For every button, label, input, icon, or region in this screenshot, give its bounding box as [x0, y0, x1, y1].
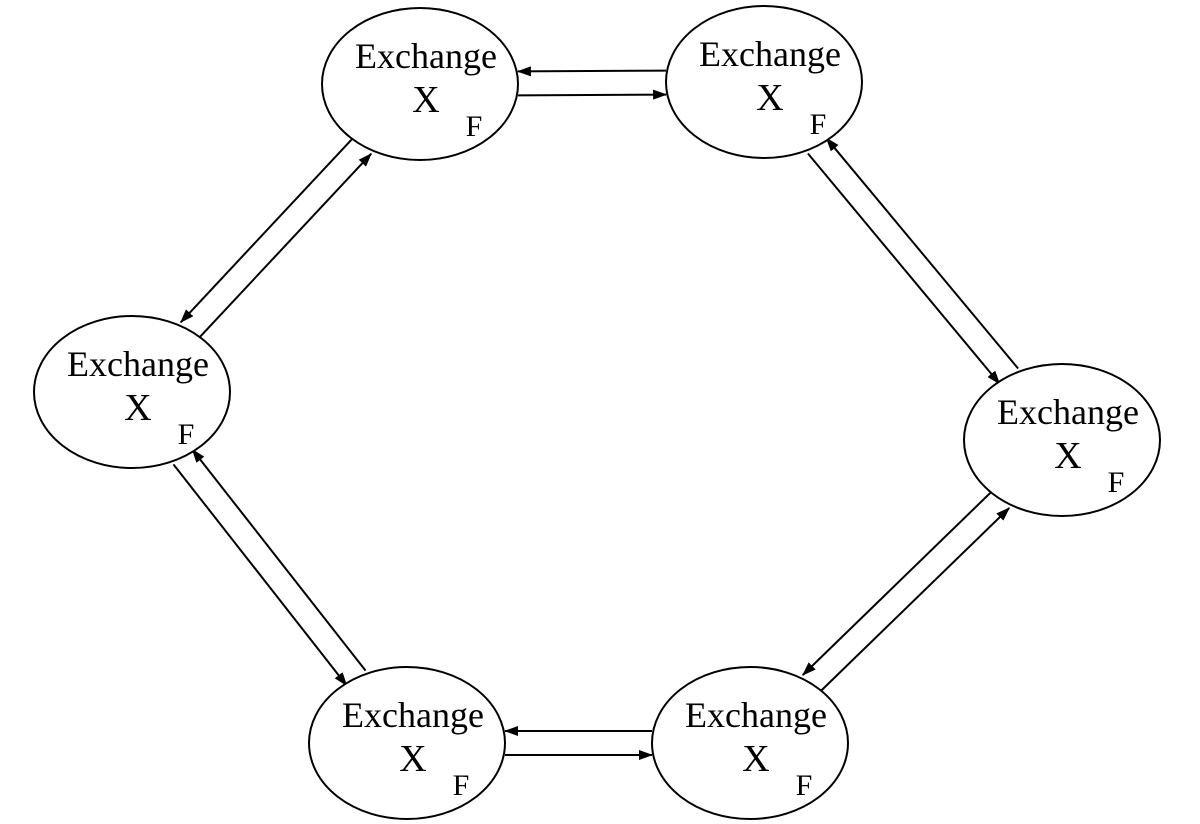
arrow-top-right-to-right [807, 152, 1001, 385]
arrow-bottom-left-to-left [191, 448, 367, 672]
arrow-left-to-top-left [197, 152, 372, 340]
node-ellipse [665, 5, 863, 159]
node-symbol: X [742, 738, 769, 780]
node-label: Exchange [997, 392, 1139, 432]
node-subscript: F [796, 769, 813, 802]
arrow-bottom-right-to-right [818, 507, 1010, 693]
node-subscript: F [178, 418, 195, 451]
node-symbol: X [399, 738, 426, 780]
node-label: Exchange [685, 695, 827, 735]
node-ellipse [321, 7, 519, 161]
arrow-left-to-bottom-left [172, 463, 348, 687]
nodes-layer: ExchangeXFExchangeXFExchangeXFExchangeXF… [33, 5, 1161, 820]
edges-layer [172, 66, 1019, 760]
node-label: Exchange [355, 36, 497, 76]
node-symbol: X [124, 387, 151, 429]
node-label: Exchange [342, 695, 484, 735]
node-subscript: F [810, 108, 827, 141]
node-subscript: F [453, 769, 470, 802]
node-subscript: F [466, 110, 483, 143]
node-ellipse [963, 363, 1161, 517]
arrow-top-left-to-left [180, 136, 355, 324]
arrow-top-left-to-top-right [518, 89, 668, 100]
node-ellipse [308, 666, 506, 820]
arrow-right-to-top-right [825, 137, 1019, 370]
node-symbol: X [1054, 435, 1081, 477]
arrow-right-to-bottom-right [802, 490, 994, 676]
node-ellipse [33, 315, 231, 469]
node-label: Exchange [67, 344, 209, 384]
node-symbol: X [412, 79, 439, 121]
arrow-top-right-to-top-left [516, 66, 666, 77]
node-subscript: F [1108, 466, 1125, 499]
node-label: Exchange [699, 34, 841, 74]
node-ellipse [651, 666, 849, 820]
node-symbol: X [756, 77, 783, 119]
